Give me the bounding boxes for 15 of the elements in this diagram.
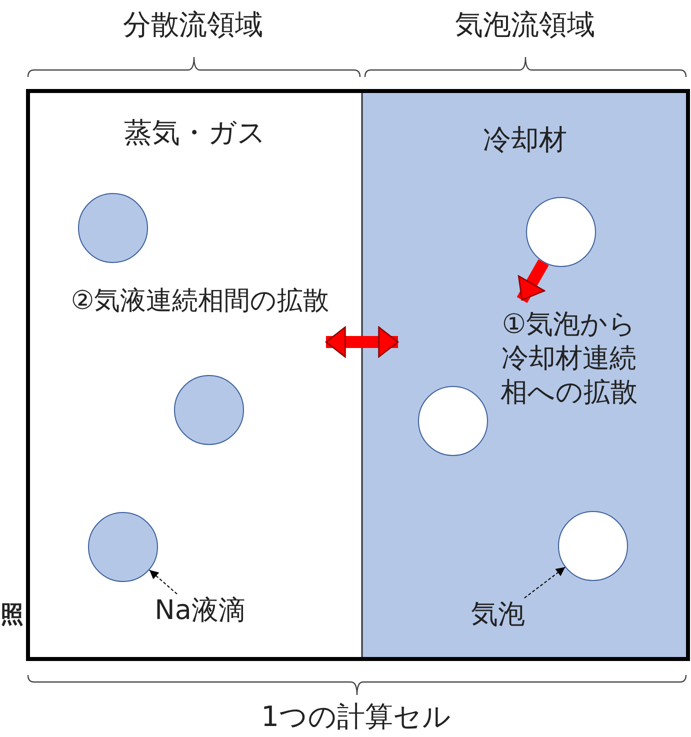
partial-text: 照 bbox=[0, 601, 24, 630]
region-title: 冷却材 bbox=[483, 123, 567, 157]
edge-label: ②気液連続相間の拡散 bbox=[70, 285, 330, 318]
region-title: 蒸気・ガス bbox=[124, 116, 266, 150]
region-label: 分散流領域 bbox=[122, 8, 264, 42]
region-label: 1つの計算セル bbox=[260, 700, 452, 734]
region-label: 気泡流領域 bbox=[454, 8, 596, 42]
annotation-text: 気泡 bbox=[458, 598, 538, 638]
annotation-text: Na液滴 bbox=[130, 594, 270, 634]
block-arrow bbox=[325, 326, 399, 358]
leader-arrow bbox=[148, 569, 178, 594]
annotation-text: ①気泡から冷却材連続相への拡散 bbox=[492, 300, 646, 412]
block-arrow bbox=[516, 259, 549, 303]
region-panel bbox=[362, 91, 688, 659]
leader-arrow bbox=[524, 566, 566, 598]
